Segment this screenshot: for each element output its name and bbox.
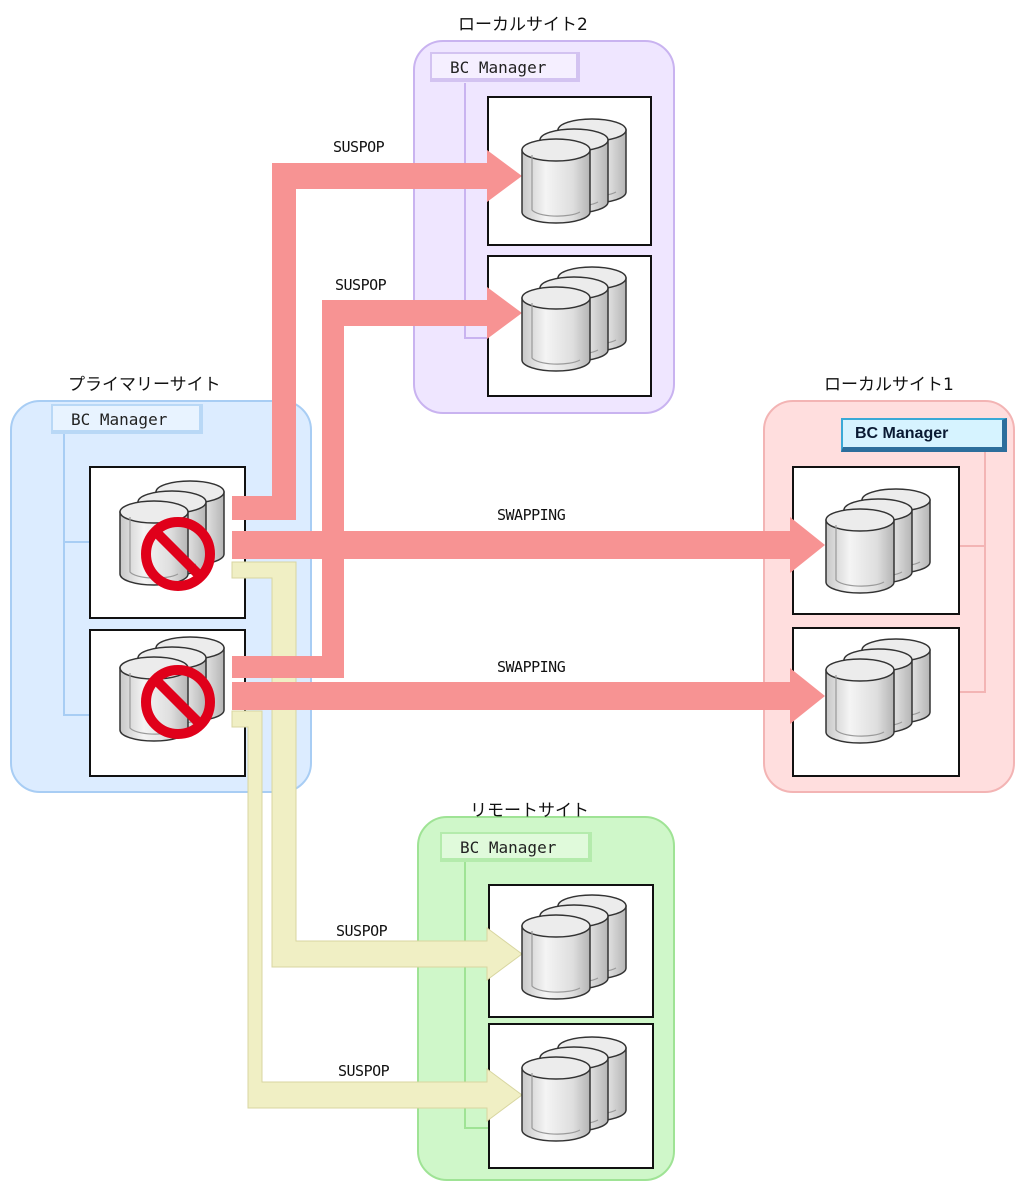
- remote-site-label: リモートサイト: [470, 801, 589, 821]
- local-site-1-label: ローカルサイト1: [824, 375, 954, 395]
- disk-stack-icon: [522, 1037, 626, 1141]
- prohibited-icon: [141, 517, 215, 591]
- arrow-label-remote-bottom: SUSPOP: [338, 1062, 390, 1080]
- arrows-to-remote: [231, 561, 523, 1122]
- arrow-label-local1-top: SWAPPING: [497, 506, 566, 524]
- local-site-1-bc-manager-tab: BC Manager: [841, 418, 1007, 452]
- disk-stack-icon: [826, 489, 930, 593]
- primary-site-label: プライマリーサイト: [68, 375, 221, 395]
- local-site-2-bc-manager-tab: BC Manager: [430, 52, 580, 82]
- remote-bc-manager-tab: BC Manager: [440, 832, 592, 862]
- disk-stack-icon: [522, 267, 626, 371]
- arrow-label-local2-top: SUSPOP: [333, 138, 385, 156]
- primary-bc-manager-tab: BC Manager: [51, 404, 203, 434]
- arrow-label-local2-bottom: SUSPOP: [335, 276, 387, 294]
- disk-stack-icon: [522, 895, 626, 999]
- local-site-2-tree-lines: [464, 83, 487, 339]
- primary-tree-lines: [63, 434, 89, 716]
- local-site-1-tree-lines: [960, 452, 986, 693]
- disk-stack-icon: [522, 119, 626, 223]
- arrow-label-local1-bottom: SWAPPING: [497, 658, 566, 676]
- prohibited-icon: [141, 665, 215, 739]
- local-site-2-label: ローカルサイト2: [458, 15, 588, 35]
- arrows-red: [232, 150, 825, 724]
- disk-stack-icon: [826, 639, 930, 743]
- arrow-label-remote-top: SUSPOP: [336, 922, 388, 940]
